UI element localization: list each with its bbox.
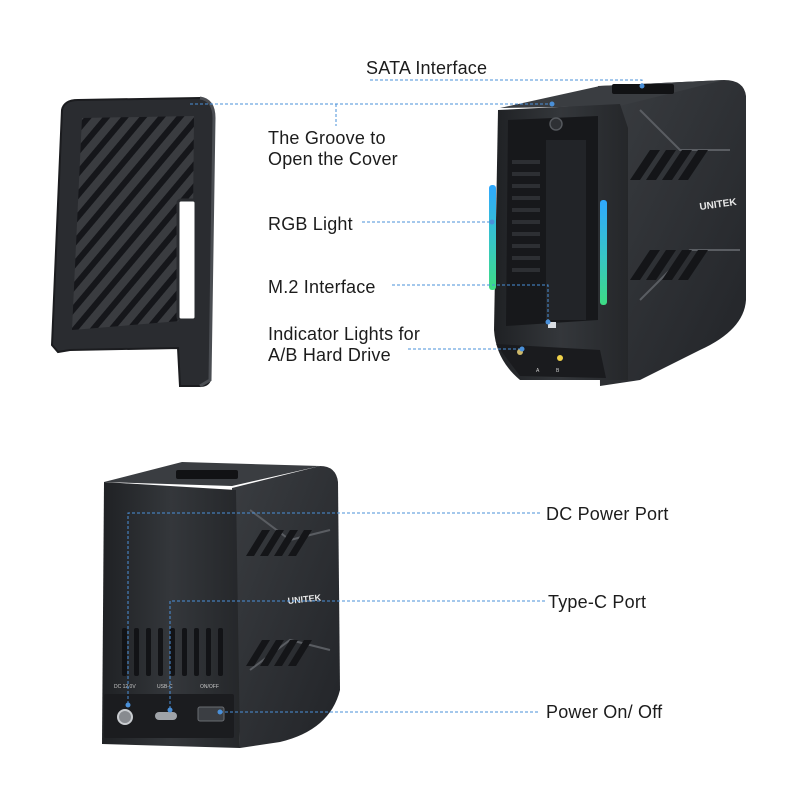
sata-slot <box>612 84 674 94</box>
callout-rgb-text: RGB Light <box>268 214 353 234</box>
callout-dc-text: DC Power Port <box>546 504 669 524</box>
callout-indicator-lights: Indicator Lights for A/B Hard Drive <box>268 324 420 366</box>
callout-power-text: Power On/ Off <box>546 702 663 722</box>
power-switch-label: ON/OFF <box>200 684 219 690</box>
usbc-port-label: USB-C <box>157 684 173 690</box>
callout-sata-text: SATA Interface <box>366 58 488 78</box>
rgb-light-strip-right <box>600 200 607 305</box>
callout-type-c-port: Type-C Port <box>548 592 646 613</box>
leader-typec <box>169 600 545 710</box>
dc-port-label: DC 12.0V <box>114 684 136 690</box>
callout-indicator-line1: Indicator Lights for <box>268 324 421 344</box>
callout-sata-interface: SATA Interface <box>366 58 487 79</box>
callout-dc-power-port: DC Power Port <box>546 504 669 525</box>
leader-sata <box>370 79 643 86</box>
bottom-brand-logo: UNITEK <box>287 592 322 605</box>
callout-groove: The Groove to Open the Cover <box>268 128 398 170</box>
usb-c-port <box>155 712 177 720</box>
callout-groove-line2: Open the Cover <box>268 149 398 169</box>
callout-typec-text: Type-C Port <box>548 592 647 612</box>
power-switch <box>197 706 225 722</box>
slot-label-b: B <box>556 368 560 374</box>
rgb-light-strip-left <box>489 185 496 290</box>
indicator-light-b <box>557 355 563 361</box>
dc-power-port <box>117 709 133 725</box>
callout-power-switch: Power On/ Off <box>546 702 662 723</box>
dock-open-view <box>489 80 746 386</box>
slot-label-a: A <box>536 368 540 374</box>
cover-panel <box>50 96 216 388</box>
leader-dots <box>125 83 645 715</box>
dock-rear-view <box>102 462 340 748</box>
callout-m2-interface: M.2 Interface <box>268 277 376 298</box>
callout-indicator-line2: A/B Hard Drive <box>268 345 391 365</box>
callout-m2-text: M.2 Interface <box>268 277 376 297</box>
leader-m2 <box>392 284 549 322</box>
callout-rgb-light: RGB Light <box>268 214 353 235</box>
callout-groove-line1: The Groove to <box>268 128 386 148</box>
leader-dc <box>127 512 540 705</box>
top-brand-logo: UNITEK <box>699 197 738 213</box>
